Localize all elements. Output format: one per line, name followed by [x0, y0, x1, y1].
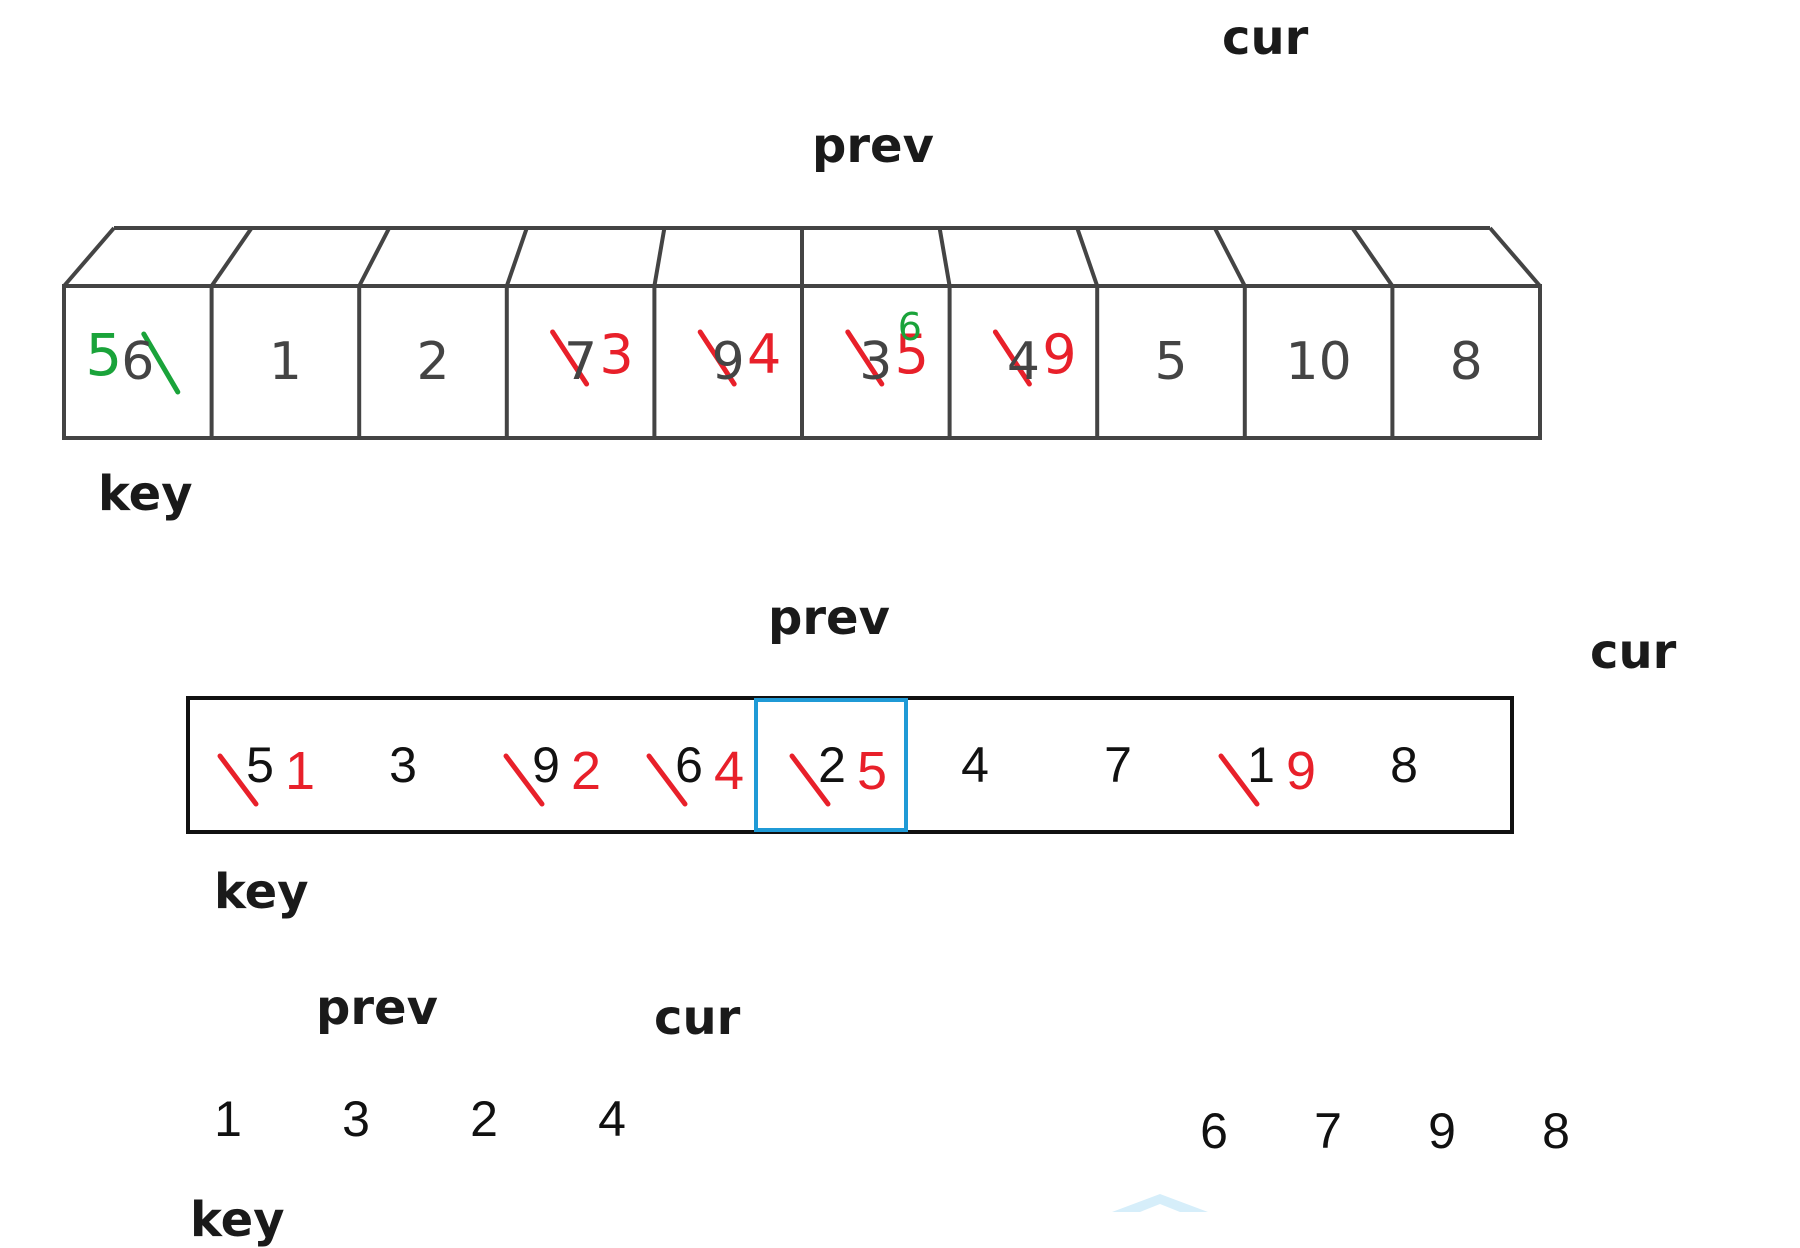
panel3-right-value: 9 — [1428, 1103, 1456, 1159]
panel1-cell-value: 8 — [1449, 332, 1483, 392]
panel3-left-value: 4 — [598, 1091, 626, 1147]
panel1-green-rewrite: 6 — [897, 305, 922, 349]
panel2-prev-label: prev — [768, 590, 890, 646]
panel1-cell-value: 6 — [121, 332, 155, 392]
panel2-key-label: key — [214, 864, 309, 920]
panel2-cell-value: 8 — [1390, 737, 1418, 793]
panel1-red-strike — [845, 329, 885, 387]
panel1-cell-value: 5 — [1154, 332, 1188, 392]
panel2-red-strike — [217, 753, 259, 807]
panel3-left-value: 2 — [470, 1091, 498, 1147]
panel1-green-strike — [141, 331, 181, 395]
panel3-prev-label: prev — [316, 980, 438, 1036]
panel2-red-rewrite: 5 — [856, 741, 888, 801]
panel2-cell-value: 5 — [246, 737, 274, 793]
panel1-cell-value: 4 — [1006, 332, 1040, 392]
panel2-red-rewrite: 1 — [284, 741, 316, 801]
panel1-red-strike — [992, 329, 1032, 387]
panel1-cell-value: 2 — [416, 332, 450, 392]
panel2-red-strike — [789, 753, 831, 807]
panel2-red-rewrite: 9 — [1285, 741, 1317, 801]
panel2-red-rewrite: 2 — [570, 741, 602, 801]
panel2-red-strike — [503, 753, 545, 807]
panel1-red-rewrite: 4 — [747, 323, 782, 386]
panel1-red-rewrite: 5 — [894, 323, 929, 386]
panel3-right-value: 7 — [1314, 1103, 1342, 1159]
panel3-key-label: key — [190, 1192, 285, 1248]
panel2-red-rewrite: 4 — [713, 741, 745, 801]
panel1-red-strike — [550, 329, 590, 387]
panel2-cell-value: 9 — [532, 737, 560, 793]
panel2-cell-value: 7 — [1104, 737, 1132, 793]
panel1-cell-value: 1 — [268, 332, 302, 392]
panel1-cell-value: 9 — [711, 332, 745, 392]
panel2-red-strike — [1218, 753, 1260, 807]
panel2-cell-value: 1 — [1247, 737, 1275, 793]
panel1-prev-label: prev — [812, 118, 934, 174]
panel2-red-strike — [646, 753, 688, 807]
panel1-cell-value: 7 — [564, 332, 598, 392]
panel1-cell-value: 10 — [1285, 332, 1352, 392]
panel3-left-value: 3 — [342, 1091, 370, 1147]
panel3-left-value: 1 — [214, 1091, 242, 1147]
panel2-cur-label: cur — [1590, 624, 1677, 680]
panel1-red-rewrite: 3 — [599, 323, 634, 386]
panel3-right-value: 8 — [1542, 1103, 1570, 1159]
panel2-cell-value: 2 — [818, 737, 846, 793]
panel2-highlight-box — [754, 698, 908, 832]
panel3-right-value: 6 — [1200, 1103, 1228, 1159]
panel1-cell-value: 3 — [859, 332, 893, 392]
panel1-green-rewrite: 5 — [85, 321, 123, 389]
panel1-cur-label: cur — [1222, 10, 1309, 66]
panel1-key-label: key — [98, 466, 193, 522]
panel1-red-strike — [697, 329, 737, 387]
panel2-cell-value: 6 — [675, 737, 703, 793]
panel2-cell-value: 4 — [961, 737, 989, 793]
panel3-cur-label: cur — [654, 990, 741, 1046]
panel1-red-rewrite: 9 — [1042, 323, 1077, 386]
panel2-cell-value: 3 — [389, 737, 417, 793]
